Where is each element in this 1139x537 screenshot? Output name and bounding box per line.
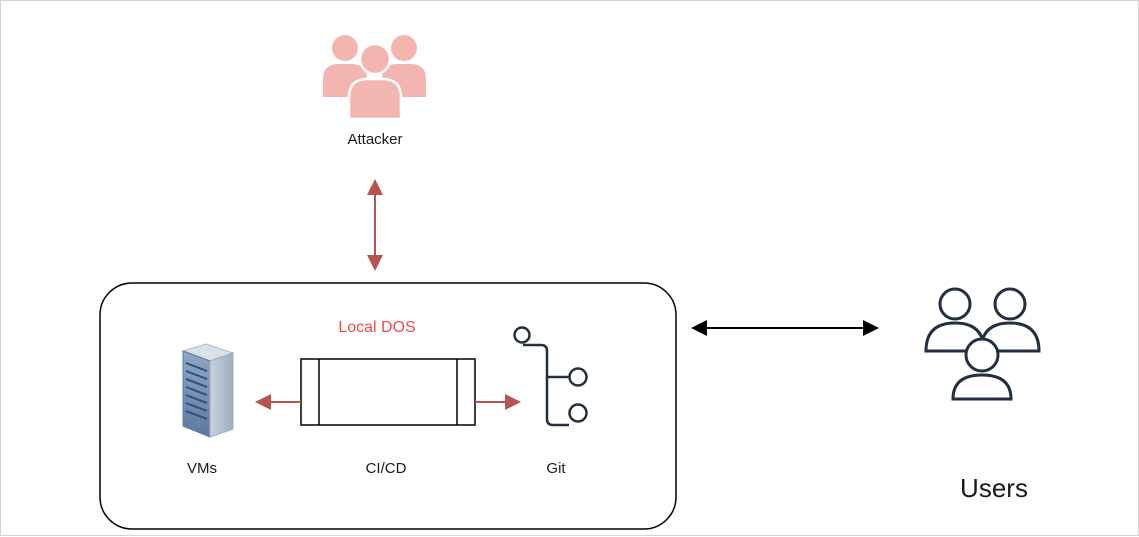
cicd-vms-arrow — [255, 394, 301, 410]
users-label: Users — [960, 473, 1028, 503]
git-label: Git — [546, 460, 566, 477]
vms-label: VMs — [187, 460, 217, 477]
cicd-git-arrow — [475, 394, 521, 410]
git-branch-icon[interactable] — [513, 326, 588, 427]
users-group-icon[interactable] — [924, 287, 1041, 401]
pipeline-process-icon[interactable] — [300, 358, 476, 426]
environment-users-arrow — [691, 320, 879, 336]
cicd-label: CI/CD — [365, 460, 407, 477]
server-rack-icon[interactable] — [181, 343, 235, 438]
attacker-group-icon[interactable] — [323, 35, 426, 121]
attacker-label: Attacker — [347, 131, 403, 148]
attacker-environment-arrow — [367, 179, 383, 271]
local-dos-label: Local DOS — [338, 319, 416, 336]
